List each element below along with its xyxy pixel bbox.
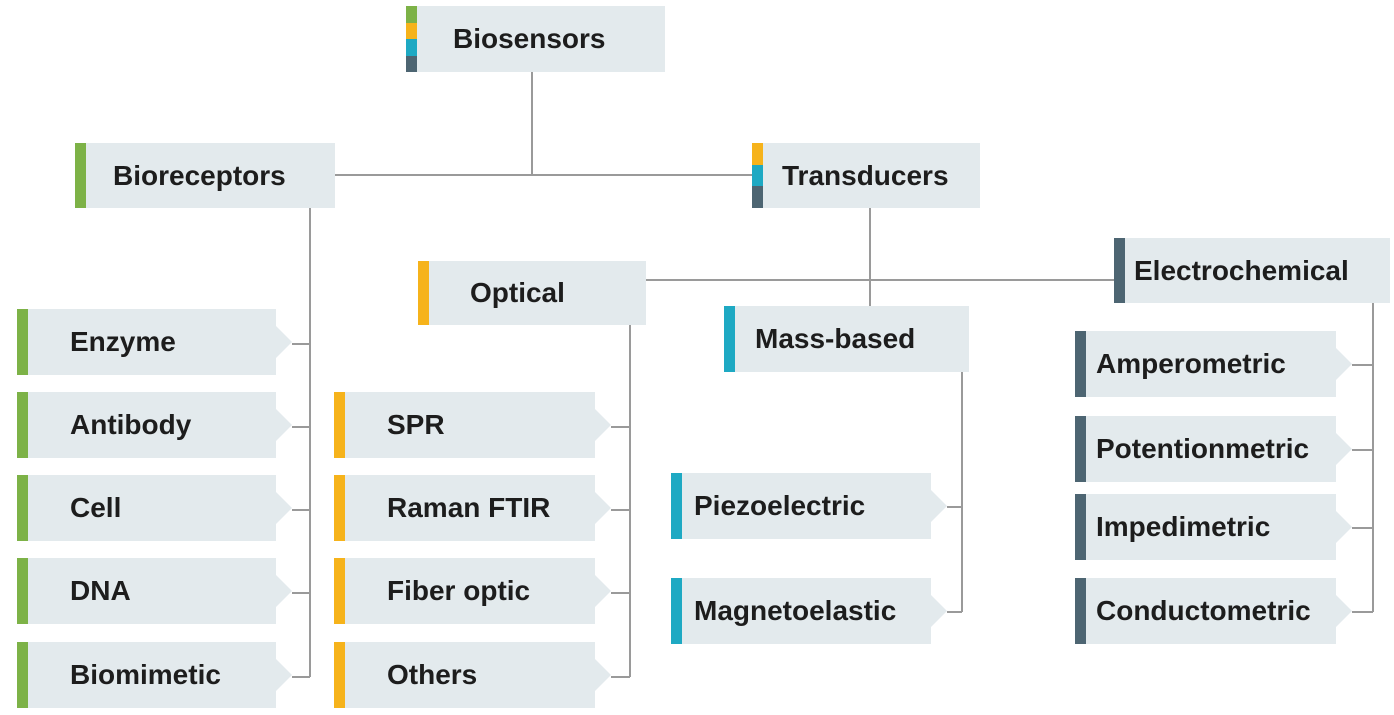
multicolor-bar [752,143,763,209]
bioreceptor-item: Enzyme [17,309,292,375]
bioreceptor-item: Antibody [17,392,292,458]
optical-item: Raman FTIR [334,475,611,541]
pointer-tab [931,595,947,627]
bioreceptor-item: DNA [17,558,292,624]
yellow-bar [334,475,345,541]
slate-bar [1075,578,1086,644]
pointer-tab [276,492,292,524]
pointer-tab [276,409,292,441]
transducers-node: Transducers [752,143,980,209]
pointer-tab [1336,433,1352,465]
yellow-bar [334,558,345,624]
bioreceptors-label: Bioreceptors [113,159,286,191]
item-label: Fiber optic [387,575,531,606]
yellow-bar [334,642,345,708]
optical-label: Optical [470,277,565,308]
item-label: Antibody [70,409,192,440]
item-label: Piezoelectric [694,490,866,521]
pointer-tab [276,659,292,691]
item-label: Cell [70,492,122,523]
item-label: Impedimetric [1096,511,1271,542]
pointer-tab [595,409,611,441]
green-bar [75,143,86,208]
item-label: Amperometric [1096,348,1286,379]
slate-bar [1075,416,1086,482]
pointer-tab [276,575,292,607]
item-label: SPR [387,409,445,440]
electrochemical-item: Amperometric [1075,331,1352,397]
pointer-tab [595,492,611,524]
bioreceptors-node: Bioreceptors [75,143,335,208]
transducers-label: Transducers [782,159,949,191]
pointer-tab [276,326,292,358]
optical-node: Optical [418,261,646,325]
green-bar [17,558,28,624]
multicolor-bar [406,6,417,72]
bioreceptor-item: Biomimetic [17,642,292,708]
teal-bar [671,578,682,644]
yellow-bar [418,261,429,325]
mass-item: Magnetoelastic [671,578,947,644]
electrochemical-item: Conductometric [1075,578,1352,644]
optical-item: SPR [334,392,611,458]
teal-bar [724,306,735,372]
electrochemical-item: Potentionmetric [1075,416,1352,482]
item-label: Conductometric [1096,595,1311,626]
slate-bar [1114,238,1125,303]
green-bar [17,392,28,458]
pointer-tab [595,659,611,691]
pointer-tab [931,490,947,522]
mass-based-node: Mass-based [724,306,969,372]
item-label: Potentionmetric [1096,433,1310,464]
slate-bar [1075,494,1086,560]
electrochemical-node: Electrochemical [1114,238,1390,303]
biosensors-label: Biosensors [453,23,606,54]
green-bar [17,475,28,541]
bioreceptor-item: Cell [17,475,292,541]
item-label: Raman FTIR [387,492,551,523]
item-label: DNA [70,575,131,606]
pointer-tab [1336,348,1352,380]
biosensors-node: Biosensors [406,6,665,72]
optical-item: Others [334,642,611,708]
pointer-tab [1336,595,1352,627]
mass-item: Piezoelectric [671,473,947,539]
item-label: Biomimetic [70,659,221,690]
item-label: Enzyme [70,326,176,357]
green-bar [17,309,28,375]
electrochemical-item: Impedimetric [1075,494,1352,560]
pointer-tab [595,575,611,607]
item-label: Others [387,659,478,690]
item-label: Magnetoelastic [694,595,897,626]
electrochemical-label: Electrochemical [1134,254,1349,286]
mass-based-label: Mass-based [755,323,916,354]
teal-bar [671,473,682,539]
green-bar [17,642,28,708]
optical-item: Fiber optic [334,558,611,624]
pointer-tab [1336,511,1352,543]
slate-bar [1075,331,1086,397]
yellow-bar [334,392,345,458]
